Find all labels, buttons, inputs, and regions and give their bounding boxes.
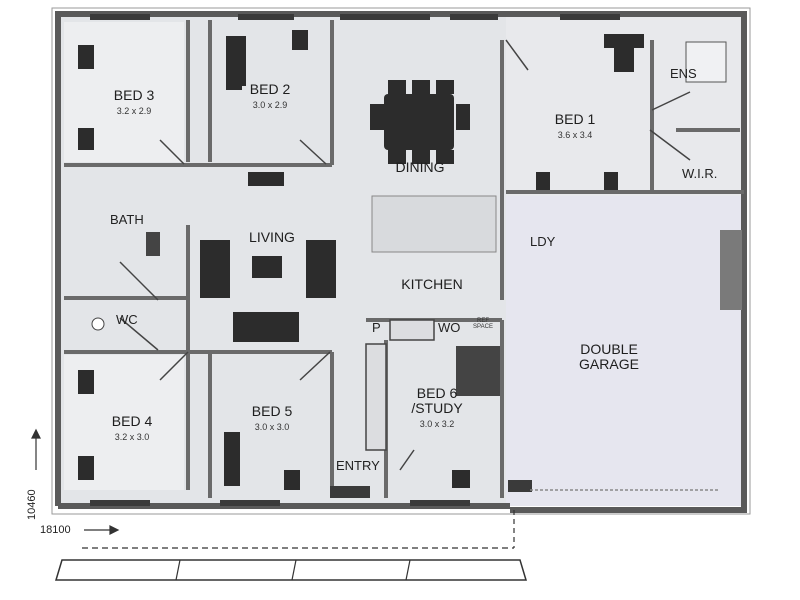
room-bed5-name: BED 5 [251,403,293,419]
interior-walls [64,20,744,498]
room-bed1-name: BED 1 [554,111,596,127]
site-boundary [54,510,528,581]
room-pantry: P [372,320,381,335]
room-bed6-name2: /STUDY [411,400,463,416]
kitchen-bench [371,195,497,253]
outer-wall-outline [51,7,751,515]
room-bed6-dims: 3.0 x 3.2 [419,419,455,429]
room-living: LIVING [249,230,295,245]
room-garage-name2: GARAGE [579,356,639,372]
room-wc: WC [116,312,138,327]
doors [119,39,691,471]
room-bed6: BED 6 /STUDY 3.0 x 3.2 [411,386,462,432]
dimension-depth: 10460 [26,489,38,520]
room-bed4-name: BED 4 [111,413,153,429]
room-bed6-name: BED 6 [416,385,458,401]
room-living-name: LIVING [249,229,295,245]
room-bath: BATH [110,212,144,227]
room-wir: W.I.R. [682,166,718,181]
room-bed4: BED 4 3.2 x 3.0 [112,414,152,445]
room-bed1: BED 1 3.6 x 3.4 [555,112,595,143]
room-bed2-dims: 3.0 x 2.9 [252,100,288,110]
room-bed2-name: BED 2 [249,81,291,97]
room-ens: ENS [670,66,697,81]
room-dining-name: DINING [395,159,445,175]
garage-floor [506,196,744,506]
room-garage-name: DOUBLE [580,341,638,357]
dimension-width: 18100 [40,524,71,536]
room-bed3-name: BED 3 [113,87,155,103]
windows [90,14,742,506]
room-bed3: BED 3 3.2 x 2.9 [114,88,154,119]
room-bed4-dims: 3.2 x 3.0 [114,432,150,442]
room-entry: ENTRY [336,458,380,473]
room-bed5-dims: 3.0 x 3.0 [254,422,290,432]
room-dining: DINING [396,160,445,175]
room-garage: DOUBLE GARAGE [579,342,639,372]
room-ldy: LDY [530,234,556,249]
room-kitchen-name: KITCHEN [401,276,463,292]
room-bed3-dims: 3.2 x 2.9 [116,106,152,116]
room-bed2: BED 2 3.0 x 2.9 [250,82,290,113]
dimension-arrows [31,428,120,535]
room-kitchen: KITCHEN [401,277,462,292]
room-wo: WO [438,320,461,335]
room-bed5: BED 5 3.0 x 3.0 [252,404,292,435]
room-ref: REF SPACE [473,318,493,330]
room-bed1-dims: 3.6 x 3.4 [557,130,593,140]
